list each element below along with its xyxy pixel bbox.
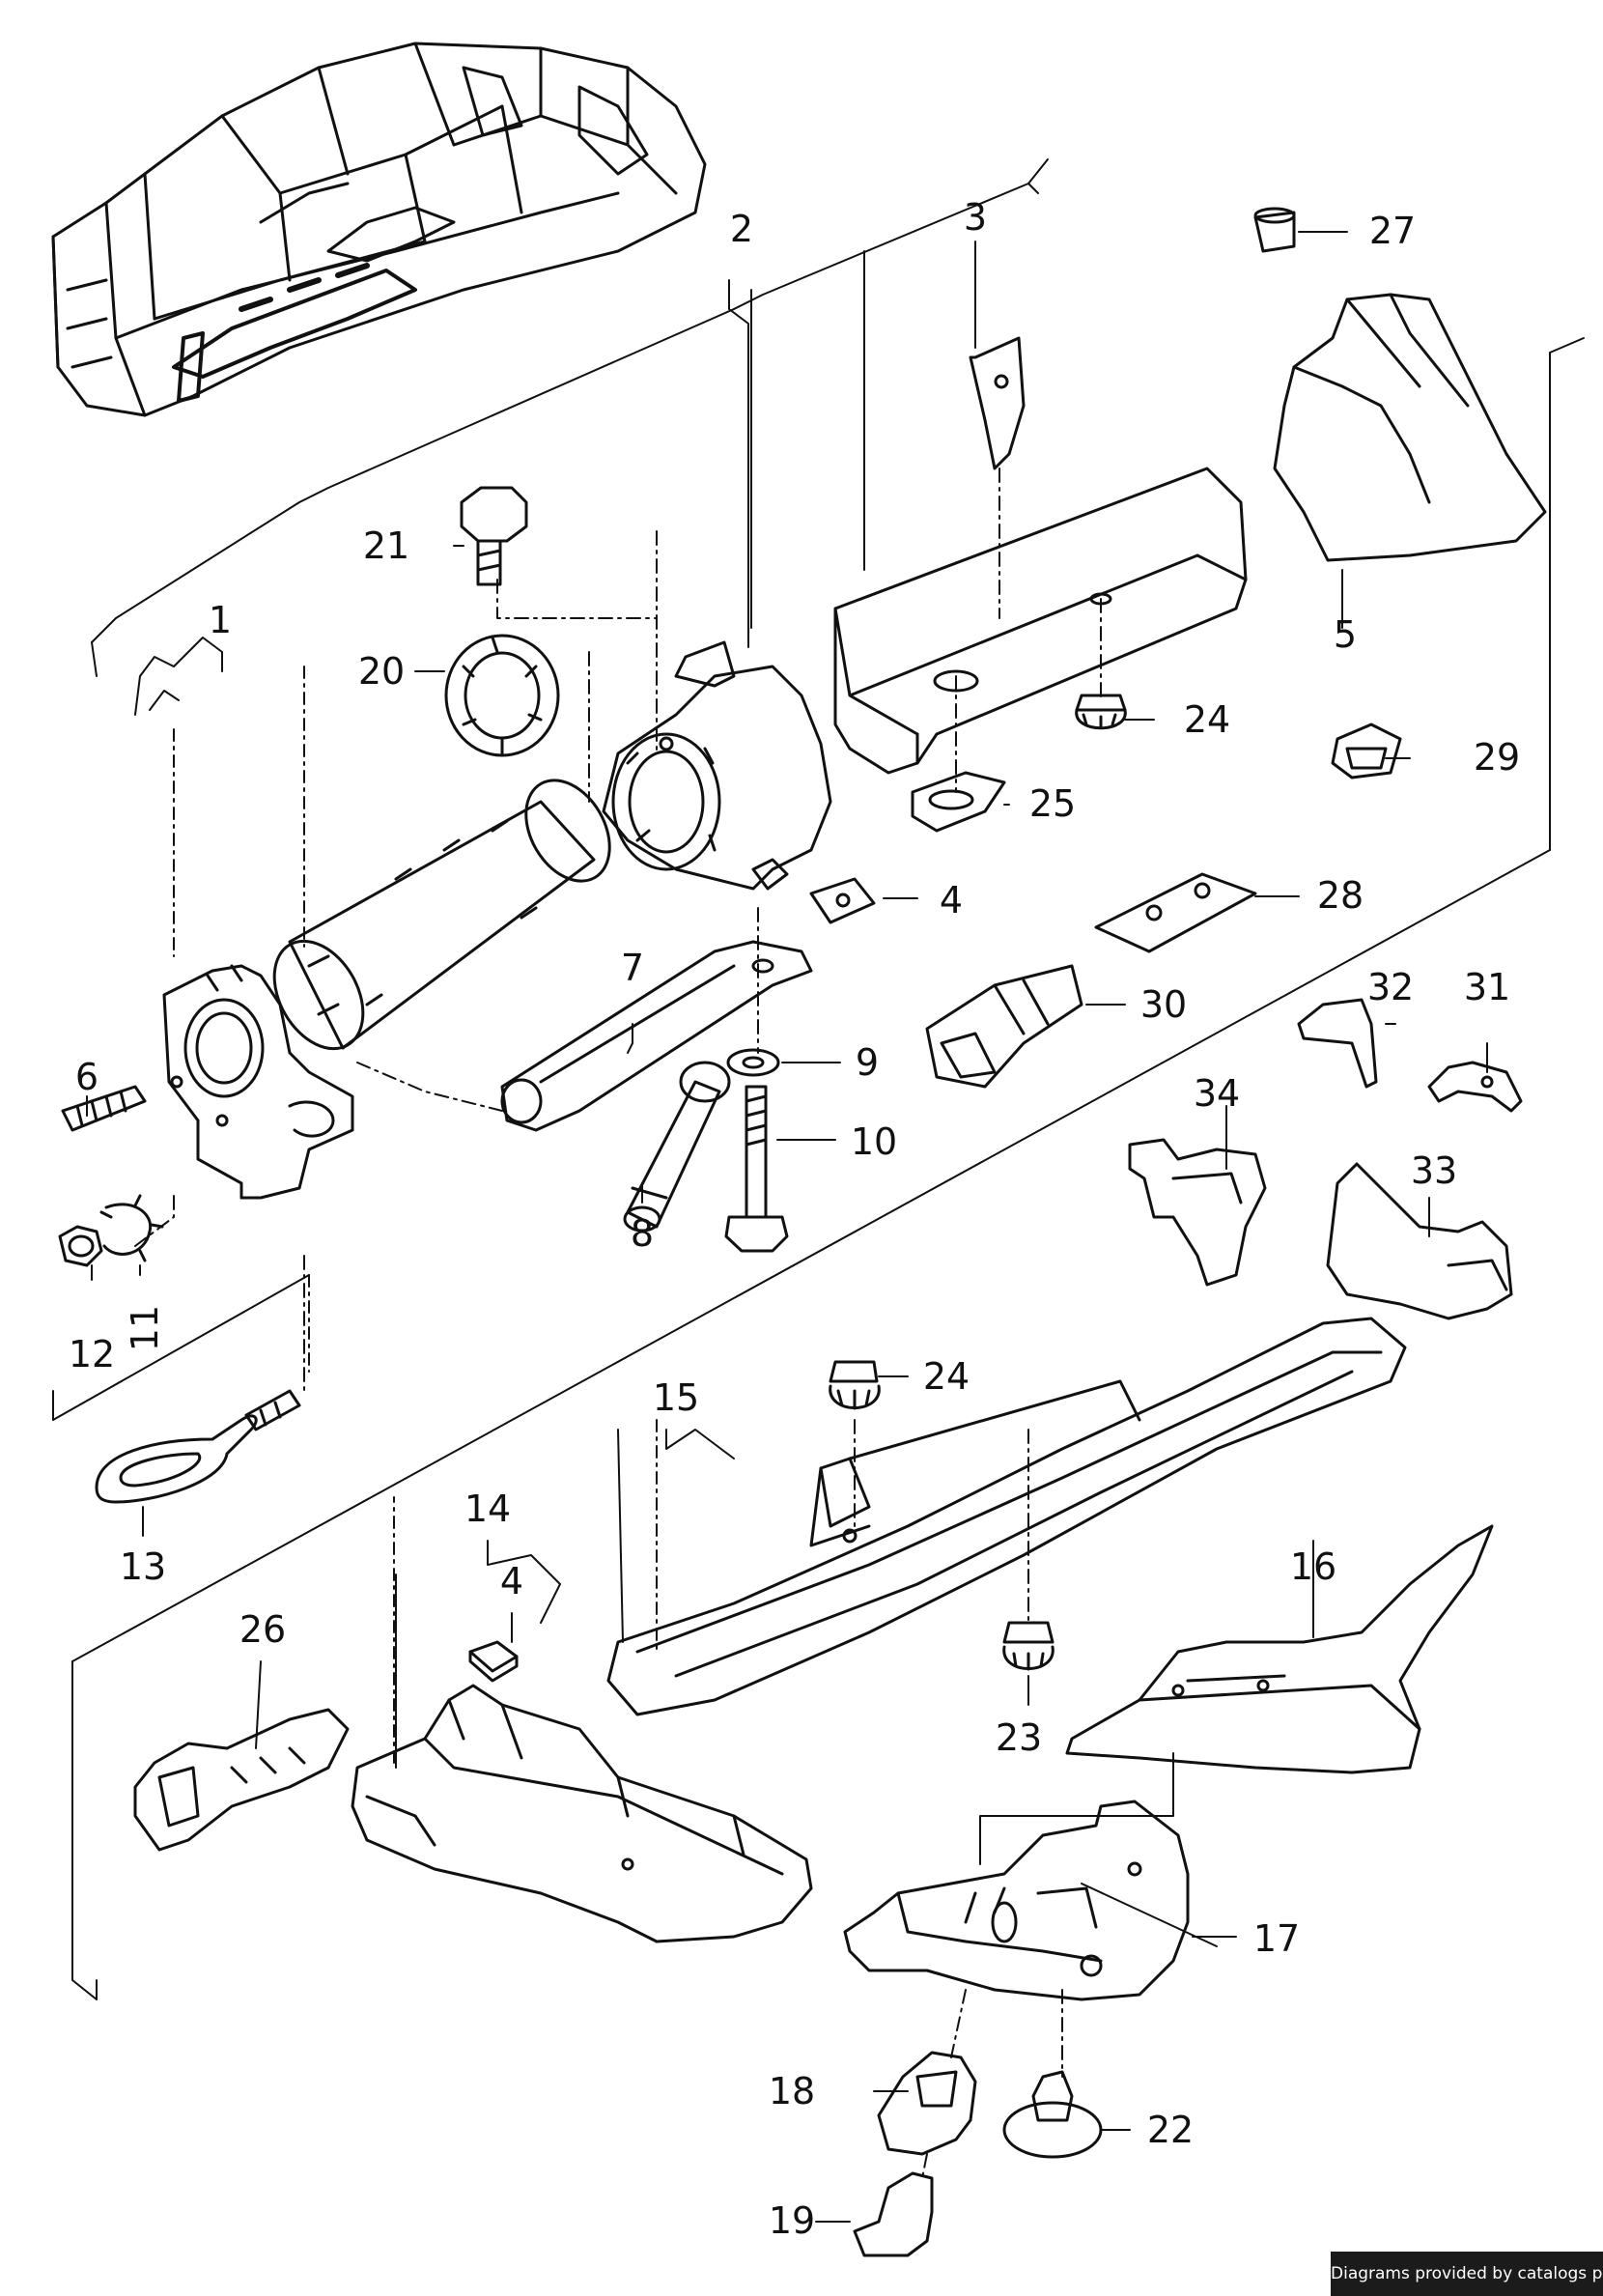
label-12: 12 bbox=[69, 1333, 115, 1375]
label-6: 6 bbox=[75, 1056, 98, 1098]
label-3: 3 bbox=[964, 196, 987, 239]
label-1: 1 bbox=[209, 599, 232, 641]
part-12-nut-drawing bbox=[58, 1225, 103, 1267]
part-30-jack-point-drawing bbox=[925, 964, 1083, 1089]
part-25-grommet-drawing bbox=[911, 771, 1006, 833]
part-26-bracket-drawing bbox=[133, 1708, 350, 1852]
label-16: 16 bbox=[1290, 1545, 1336, 1588]
label-29: 29 bbox=[1474, 736, 1520, 779]
part-4-clip-lower-drawing bbox=[468, 1640, 519, 1683]
label-10: 10 bbox=[851, 1120, 897, 1163]
part-27-cap-drawing bbox=[1253, 207, 1296, 253]
label-31: 31 bbox=[1464, 966, 1510, 1008]
group-bracket-lines bbox=[52, 158, 1585, 2000]
part-29-block-drawing bbox=[1331, 723, 1402, 780]
part-33-panel-drawing bbox=[1326, 1162, 1513, 1320]
part-crossmember-drawing bbox=[833, 467, 1248, 775]
part-number-labels: 1 2 3 4 5 6 7 8 9 10 11 12 13 14 15 16 1… bbox=[69, 196, 1520, 2242]
part-24-plug-lower-drawing bbox=[829, 1360, 881, 1410]
part-31-clip-drawing bbox=[1427, 1061, 1523, 1113]
label-34: 34 bbox=[1194, 1072, 1240, 1115]
label-11: 11 bbox=[124, 1305, 166, 1351]
part-21-bolt-drawing bbox=[460, 486, 528, 586]
label-14: 14 bbox=[464, 1488, 511, 1530]
label-30: 30 bbox=[1140, 983, 1187, 1026]
car-body-overview-drawing bbox=[51, 42, 707, 417]
part-15-sill-drawing bbox=[606, 1317, 1407, 1716]
label-33: 33 bbox=[1411, 1149, 1457, 1192]
label-20: 20 bbox=[358, 650, 405, 693]
label-13: 13 bbox=[120, 1545, 166, 1588]
label-4-lower: 4 bbox=[500, 1560, 523, 1602]
part-18-plug-drawing bbox=[877, 2051, 977, 2156]
label-9: 9 bbox=[856, 1041, 879, 1084]
part-4-plate-upper-drawing bbox=[809, 877, 876, 924]
part-5-wheel-arch-drawing bbox=[1273, 293, 1547, 562]
part-20-clamp-ring-drawing bbox=[444, 634, 560, 757]
part-10-bolt-drawing bbox=[724, 1085, 789, 1253]
label-32: 32 bbox=[1367, 966, 1414, 1008]
label-19: 19 bbox=[769, 2199, 815, 2242]
label-8: 8 bbox=[631, 1212, 654, 1255]
part-13-towing-eye-drawing bbox=[95, 1389, 301, 1504]
part-1-bracket-drawing bbox=[162, 964, 354, 1200]
part-32-bracket-drawing bbox=[1297, 998, 1378, 1089]
label-25: 25 bbox=[1029, 782, 1076, 825]
part-23-plug-drawing bbox=[1002, 1621, 1055, 1671]
label-24-lower: 24 bbox=[923, 1355, 970, 1398]
part-14-floor-member-drawing bbox=[351, 1684, 813, 1943]
label-21: 21 bbox=[363, 524, 409, 567]
part-11-washer-drawing bbox=[99, 1194, 164, 1262]
label-28: 28 bbox=[1317, 874, 1364, 917]
label-4: 4 bbox=[940, 879, 963, 921]
part-34-bracket-drawing bbox=[1128, 1138, 1267, 1287]
part-9-washer-drawing bbox=[726, 1048, 780, 1077]
part-16-panel-drawing bbox=[1065, 1524, 1494, 1774]
label-7: 7 bbox=[621, 947, 644, 989]
label-17: 17 bbox=[1253, 1917, 1300, 1960]
label-27: 27 bbox=[1369, 210, 1416, 252]
label-26: 26 bbox=[239, 1608, 286, 1651]
label-5: 5 bbox=[1334, 613, 1357, 656]
part-3-bracket-drawing bbox=[969, 336, 1026, 470]
label-24: 24 bbox=[1184, 698, 1230, 741]
part-2-mount-housing-drawing bbox=[602, 640, 832, 891]
part-17-floor-panel-drawing bbox=[843, 1800, 1190, 2001]
label-2: 2 bbox=[730, 208, 753, 250]
part-cylinder-tube-drawing bbox=[272, 779, 611, 1051]
part-8-pin-drawing bbox=[623, 1061, 731, 1233]
part-24-plug-upper-drawing bbox=[1075, 694, 1127, 730]
part-22-plug-drawing bbox=[1002, 2070, 1103, 2159]
assembly-lines bbox=[134, 468, 1102, 2179]
label-18: 18 bbox=[769, 2070, 815, 2112]
leader-lines bbox=[86, 231, 1488, 2223]
diagram-credit-badge: Diagrams provided by catalogs parts bbox=[1331, 2252, 1603, 2296]
part-28-plate-drawing bbox=[1094, 872, 1257, 953]
part-6-stud-drawing bbox=[61, 1085, 147, 1132]
label-22: 22 bbox=[1147, 2109, 1194, 2151]
label-23: 23 bbox=[996, 1716, 1042, 1759]
part-7-lever-arm-drawing bbox=[500, 940, 813, 1132]
part-19-plug-drawing bbox=[853, 2171, 934, 2257]
label-15: 15 bbox=[653, 1376, 699, 1419]
